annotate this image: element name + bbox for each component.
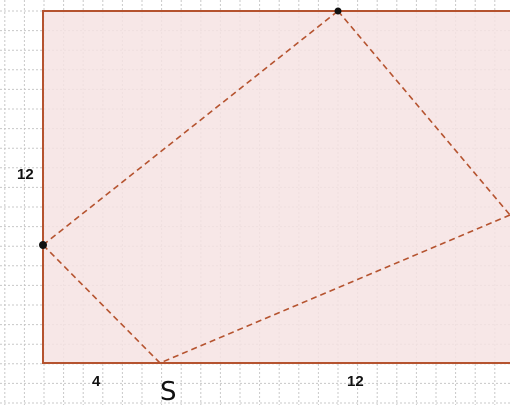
left-side-length-label: 12 bbox=[17, 166, 34, 183]
bottom-left-length-label: 4 bbox=[92, 373, 101, 390]
dashed-segment-s-to-left bbox=[42, 244, 161, 364]
dashed-segment-right-to-s bbox=[159, 214, 510, 364]
top-vertex-point bbox=[334, 7, 342, 15]
left-vertex-point bbox=[39, 241, 47, 249]
shaded-rectangle bbox=[42, 10, 510, 364]
point-s-label: S bbox=[160, 377, 177, 405]
dashed-segment-top-to-right bbox=[337, 10, 510, 216]
dashed-segment-left-to-top bbox=[42, 10, 339, 246]
bottom-right-length-label: 12 bbox=[347, 373, 364, 390]
